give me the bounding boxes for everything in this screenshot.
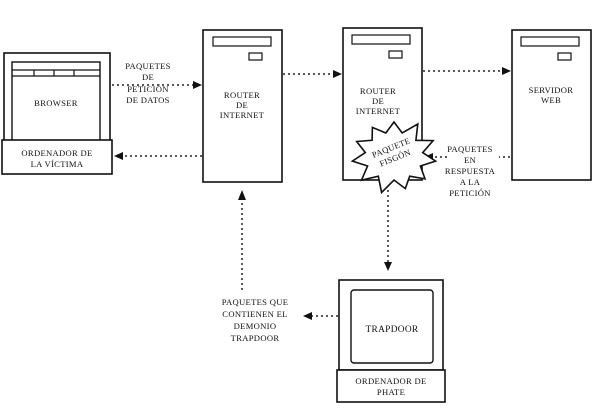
trapdoor-line3: DEMONIO xyxy=(234,321,277,331)
request-label: PAQUETES DE PETICIÓN DE DATOS xyxy=(125,61,171,105)
response-line2: EN xyxy=(464,155,477,165)
response-line4: A LA xyxy=(460,177,481,187)
arrow-phate-to-trapdoor-label xyxy=(303,312,338,320)
arrow-router2-to-phate xyxy=(384,190,392,271)
victim-base xyxy=(1,139,113,175)
router-1-line1: ROUTER xyxy=(224,90,260,100)
router-2-line3: INTERNET xyxy=(356,106,401,116)
router-1-line2: DE xyxy=(236,100,248,110)
trapdoor-packets-label: PAQUETES QUE CONTIENEN EL DEMONIO TRAPDO… xyxy=(222,297,289,343)
server-tower xyxy=(511,29,592,181)
arrow-router1-to-victim xyxy=(114,152,202,160)
router-2-button xyxy=(388,50,403,59)
router-1-button xyxy=(248,52,263,61)
router-1-drive-slot xyxy=(212,36,272,47)
response-line1: PAQUETES xyxy=(447,144,493,154)
phate-caption-line2: PHATE xyxy=(377,387,405,397)
victim-screen xyxy=(11,61,101,143)
trapdoor-line1: PAQUETES QUE xyxy=(222,297,289,307)
server-line1: SERVIDOR xyxy=(529,85,574,95)
phate-caption-line1: ORDENADOR DE xyxy=(355,376,426,386)
response-line3: RESPUESTA xyxy=(445,166,496,176)
request-line4: DE DATOS xyxy=(126,95,170,105)
sniffer-burst xyxy=(350,120,438,195)
arrow-router1-to-router2 xyxy=(283,70,342,78)
router-2-line2: DE xyxy=(372,96,384,106)
phate-base xyxy=(336,369,446,403)
server-drive-slot xyxy=(520,36,580,47)
router-1: ROUTER DE INTERNET xyxy=(202,29,283,183)
server-button xyxy=(557,52,572,61)
phate-computer: TRAPDOOR ORDENADOR DE PHATE xyxy=(336,279,446,403)
server-line2: WEB xyxy=(541,95,561,105)
request-line2: DE xyxy=(142,72,154,82)
trapdoor-line2: CONTIENEN EL xyxy=(222,309,287,319)
response-line5: PETICIÓN xyxy=(449,188,491,198)
router-2-drive-slot xyxy=(351,34,411,45)
victim-screen-label: BROWSER xyxy=(34,98,78,108)
victim-caption-line1: ORDENADOR DE xyxy=(21,148,92,158)
web-server: SERVIDOR WEB xyxy=(511,29,592,181)
router-1-line3: INTERNET xyxy=(220,110,265,120)
response-label: PAQUETES EN RESPUESTA A LA PETICIÓN xyxy=(445,144,496,198)
request-line1: PAQUETES xyxy=(125,61,171,71)
victim-computer: BROWSER ORDENADOR DE LA VÍCTIMA xyxy=(1,52,113,175)
arrow-victim-to-router1 xyxy=(112,81,202,89)
sniffer-packet: PAQUETE FISGÓN xyxy=(350,120,438,195)
victim-caption-line2: LA VÍCTIMA xyxy=(31,159,84,169)
arrow-router2-to-server xyxy=(423,67,511,75)
arrow-up-to-router1 xyxy=(238,190,246,290)
trapdoor-line4: TRAPDOOR xyxy=(231,333,280,343)
phate-screen-label: TRAPDOOR xyxy=(366,325,419,335)
phate-screen xyxy=(350,289,434,364)
router-1-tower xyxy=(202,29,283,183)
router-2-line1: ROUTER xyxy=(360,86,396,96)
request-line3: PETICIÓN xyxy=(127,84,169,94)
